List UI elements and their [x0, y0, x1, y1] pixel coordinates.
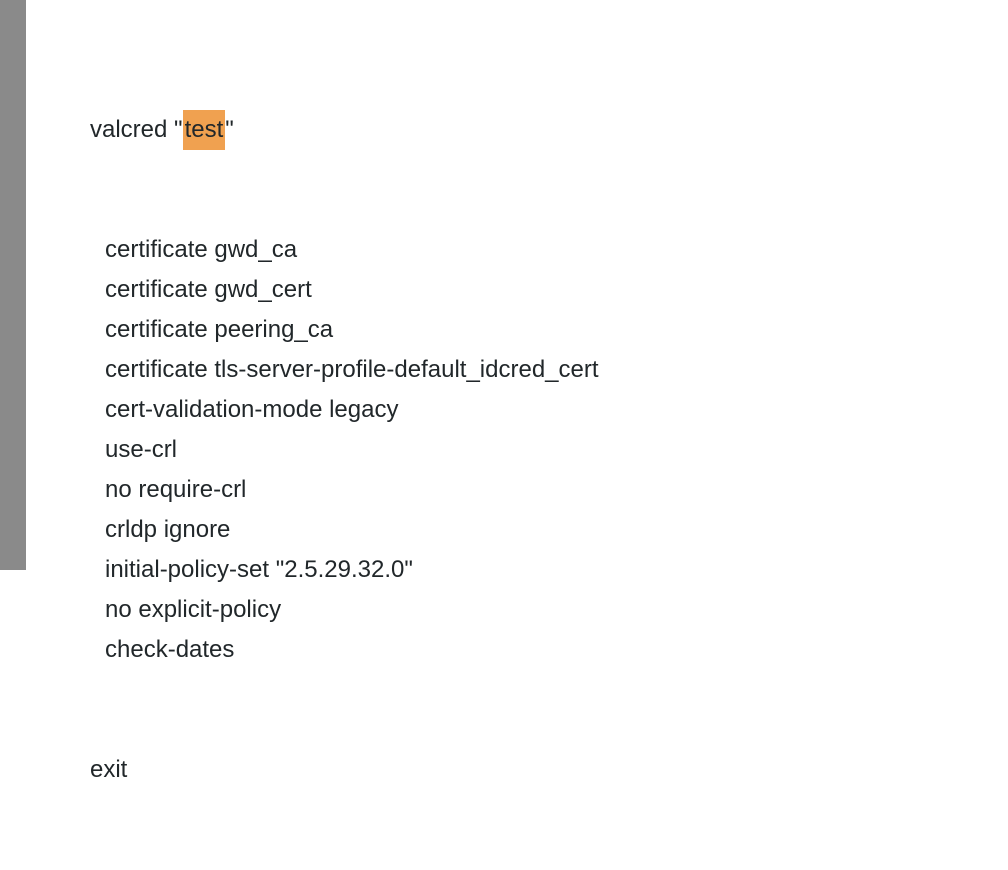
left-gutter-bar [0, 0, 26, 570]
config-line: no require-crl [105, 476, 247, 503]
config-line: certificate gwd_ca [105, 236, 298, 263]
config-line: crldp ignore [105, 516, 231, 543]
config-line: check-dates [105, 636, 235, 663]
config-line: initial-policy-set "2.5.29.32.0" [105, 556, 413, 583]
config-line: use-crl [105, 436, 178, 463]
valcred-suffix: " [225, 116, 234, 143]
search-highlighted-term: test [182, 110, 226, 150]
valcred-prefix: valcred " [90, 116, 183, 143]
config-line: certificate tls-server-profile-default_i… [105, 356, 599, 383]
config-line: certificate peering_ca [105, 316, 334, 343]
config-line: cert-validation-mode legacy [105, 396, 399, 423]
config-line: no explicit-policy [105, 596, 282, 623]
config-line-exit: exit [90, 756, 128, 783]
config-line: certificate gwd_cert [105, 276, 312, 303]
config-line-valcred: valcred "test" [0, 110, 1008, 150]
